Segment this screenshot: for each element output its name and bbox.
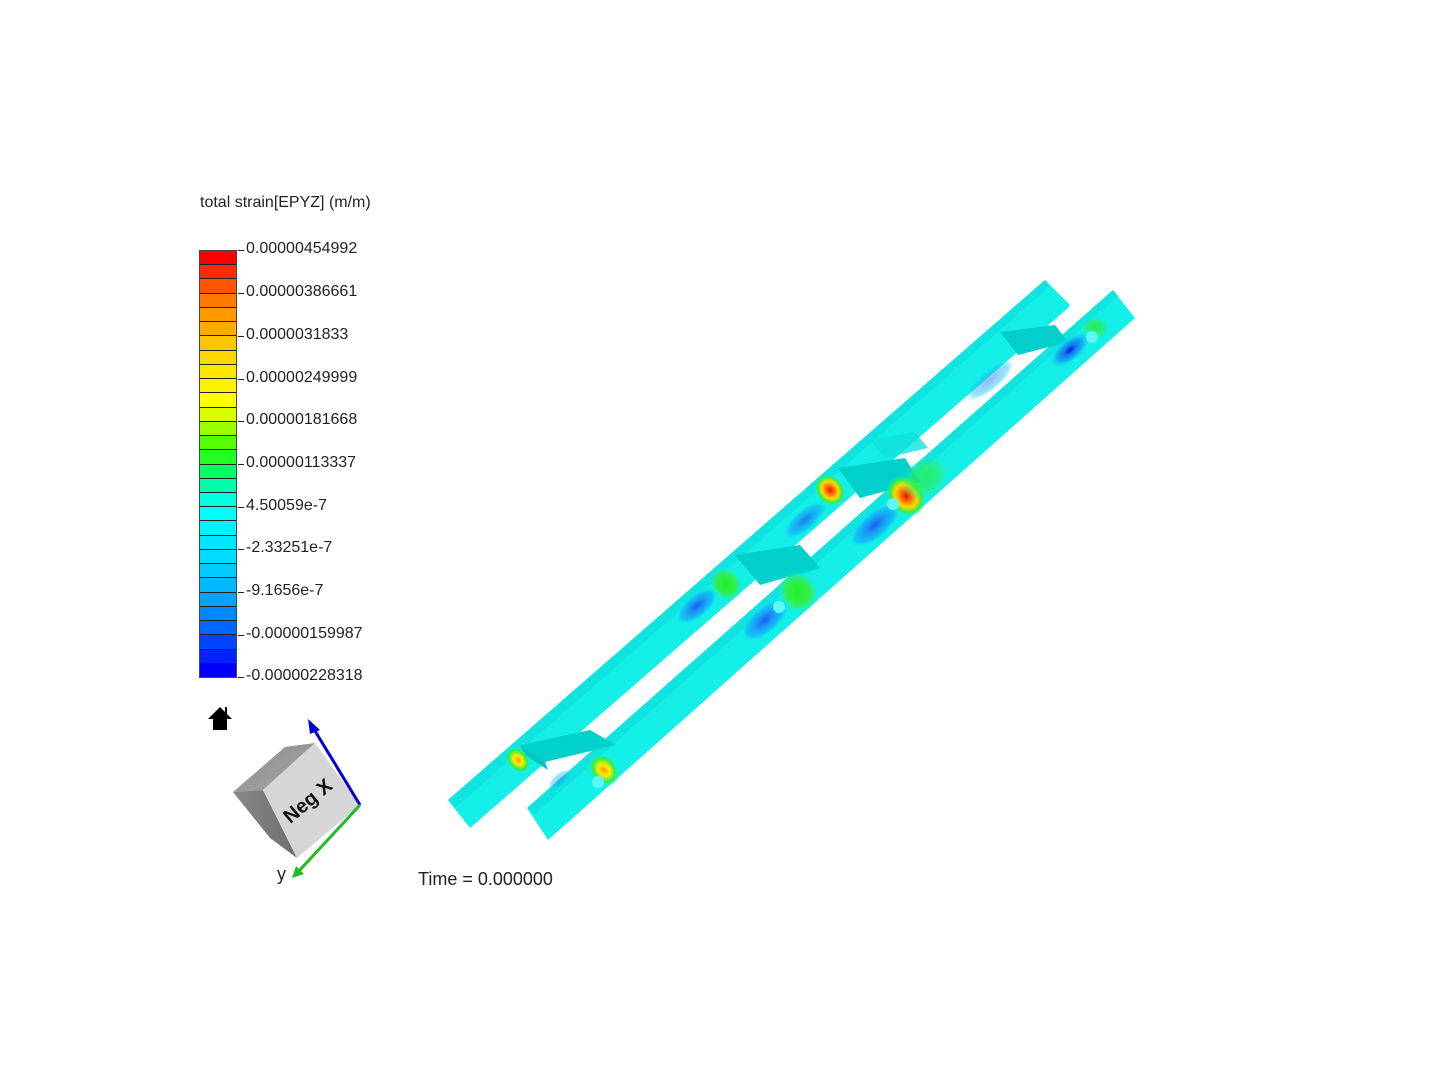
colorbar-band [200, 307, 236, 323]
tick-mark [238, 421, 244, 422]
colorbar-band [200, 663, 236, 678]
beam-model [448, 280, 1135, 840]
axis-y-label: y [277, 864, 286, 884]
tick-label: -2.33251e-7 [246, 539, 333, 556]
legend-title: total strain[EPYZ] (m/m) [200, 194, 371, 211]
tick-label: -0.00000228318 [246, 667, 363, 684]
tick-mark [238, 293, 244, 294]
tick-mark [238, 336, 244, 337]
colorbar-band [200, 606, 236, 622]
tick-label: 0.00000454992 [246, 240, 358, 257]
bolt-2 [773, 601, 785, 613]
axis-x-arrow-icon [308, 719, 320, 734]
colorbar-band [200, 421, 236, 437]
colorbar-band [200, 322, 236, 337]
cube-top-face[interactable] [233, 743, 315, 792]
bolt-3 [887, 498, 899, 510]
colorbar-band [200, 621, 236, 636]
bolt-1 [592, 776, 604, 788]
hotspot-green-3 [901, 455, 949, 501]
tick-label: 0.00000113337 [246, 454, 357, 471]
colorbar-band [200, 535, 236, 550]
colorbar-band [200, 450, 236, 465]
home-icon [208, 707, 232, 730]
colorbar-band [200, 549, 236, 565]
hotspot-red-1 [814, 474, 846, 506]
coldspot-6 [966, 359, 1014, 401]
tick-mark [238, 507, 244, 508]
cross-member-4 [1000, 325, 1068, 355]
tick-mark [238, 379, 244, 380]
tick-mark [238, 677, 244, 678]
colorbar-band [200, 393, 236, 408]
colorbar-band [200, 251, 236, 266]
tick-label: -0.00000159987 [246, 625, 363, 642]
right-channel-beam [527, 290, 1135, 840]
axis-x-line [310, 725, 362, 806]
cross-member-1-top [520, 745, 548, 770]
tick-mark [238, 464, 244, 465]
orientation-cube[interactable]: Neg X y [220, 710, 380, 890]
colorbar-band [200, 464, 236, 479]
colorbar-band [200, 592, 236, 607]
colorbar-band [200, 649, 236, 664]
tick-mark [238, 250, 244, 251]
tick-label: 0.0000031833 [246, 326, 349, 343]
cube-left-face[interactable] [233, 790, 297, 858]
time-label: Time = 0.000000 [418, 869, 553, 889]
tick-mark [238, 635, 244, 636]
coldspot-4 [848, 501, 902, 549]
cross-member-3 [838, 458, 920, 498]
colorbar-band [200, 364, 236, 380]
tick-label: 4.50059e-7 [246, 497, 327, 514]
tick-label: 0.00000181668 [246, 411, 358, 428]
cross-member-1 [520, 730, 616, 762]
axis-y-arrow-icon [292, 866, 304, 878]
colorbar-band [200, 507, 236, 522]
reset-view-button[interactable] [206, 706, 234, 732]
colorbar-band [200, 521, 236, 536]
coldspot-1 [675, 586, 719, 626]
colorbar-band [200, 407, 236, 422]
colorbar-band [200, 492, 236, 508]
colorbar-band [200, 564, 236, 579]
colorbar-band [200, 578, 236, 593]
left-beam-flange [448, 280, 1050, 808]
tick-mark [238, 592, 244, 593]
colorbar-band [200, 478, 236, 493]
right-beam-flange [527, 290, 1118, 815]
tick-label: -9.1656e-7 [246, 582, 324, 599]
cross-member-4b [870, 432, 928, 458]
coldspot-7 [548, 769, 572, 791]
colorbar-band [200, 436, 236, 451]
coldspot-5 [1048, 330, 1092, 370]
colorbar-band [200, 635, 236, 650]
axis-y-line [296, 803, 362, 874]
cube-front-face[interactable] [263, 743, 360, 858]
colorbar-band [200, 293, 236, 308]
bolt-4 [1086, 331, 1098, 343]
colorbar-band [200, 265, 236, 280]
tick-label: 0.00000249999 [246, 369, 358, 386]
coldspot-3 [782, 500, 828, 540]
colorbar-band [200, 379, 236, 394]
tick-label: 0.00000386661 [246, 283, 358, 300]
tick-mark [238, 549, 244, 550]
colorbar [199, 250, 237, 678]
colorbar-band [200, 279, 236, 294]
colorbar-band [200, 350, 236, 365]
hotspot-yellow-1 [505, 746, 531, 774]
cross-member-2 [735, 545, 820, 585]
colorbar-band [200, 336, 236, 351]
